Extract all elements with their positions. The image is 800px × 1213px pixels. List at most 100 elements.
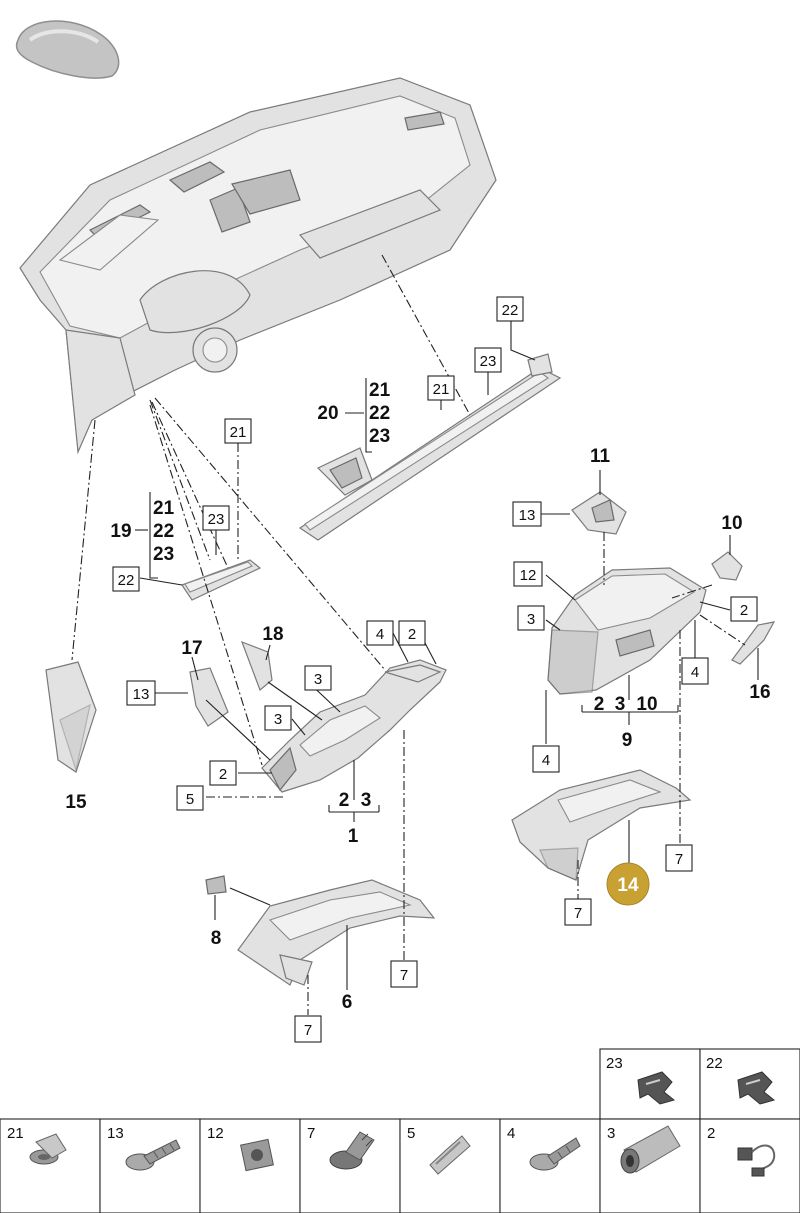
callout-box: 22 [112,566,140,592]
bracket-11 [571,491,627,535]
clip-10 [711,551,743,581]
trim-strip-20 [298,353,562,541]
sleeve-icon [620,1125,681,1174]
callout-19-sub: 22 [153,521,174,542]
svg-text:22: 22 [502,302,519,319]
svg-text:23: 23 [208,511,225,528]
callout-box: 21 [224,418,252,444]
svg-text:4: 4 [376,626,384,643]
callout-18: 18 [262,624,283,645]
callout-box: 3 [264,705,292,731]
callout-11: 11 [590,446,611,467]
vehicle-thumbnail-icon [15,20,120,79]
callout-box: 2 [398,620,426,646]
connector-icon [737,1144,776,1177]
callout-19: 19 [110,521,131,542]
bracket-17 [189,667,229,727]
svg-text:2: 2 [740,602,748,619]
svg-text:14: 14 [617,875,639,896]
svg-text:7: 7 [400,967,408,984]
callout-box: 4 [366,620,394,646]
callout-box: 2 [730,596,758,622]
callout-box: 13 [512,501,542,527]
svg-text:4: 4 [542,752,550,769]
lower-panel-14 [511,769,692,881]
svg-text:2: 2 [408,626,416,643]
callout-19-sub: 21 [153,498,175,519]
callout-9-sub: 10 [636,694,657,715]
table-cell-label: 22 [706,1055,723,1072]
callout-labels: 22 23 21 20 21 22 23 21 19 21 22 23 23 2… [65,296,771,1043]
callout-9: 9 [622,730,633,751]
callout-box: 2 [209,760,237,786]
svg-text:7: 7 [574,905,582,922]
highlight-callout-14[interactable]: 14 [606,862,650,906]
callout-15: 15 [65,792,87,813]
cover-16 [731,621,776,665]
callout-box: 13 [126,680,156,706]
callout-1: 1 [348,826,359,847]
clip-icon [637,1071,676,1105]
svg-text:5: 5 [186,791,194,808]
svg-text:7: 7 [304,1022,312,1039]
table-cell-label: 3 [607,1125,615,1142]
callout-17: 17 [181,638,202,659]
callout-box: 23 [474,347,502,373]
screw-icon [125,1139,181,1171]
callout-box: 7 [564,898,592,926]
lower-panel-6 [205,875,436,986]
callout-20: 20 [317,403,338,424]
callout-20-sub: 21 [369,380,391,401]
expansion-rivet-icon [329,1131,375,1170]
trim-piece-19 [181,559,262,601]
svg-text:4: 4 [691,664,699,681]
callout-16: 16 [749,682,770,703]
callout-box: 7 [294,1015,322,1043]
lower-trim-assembly-1 [261,659,447,793]
nut-icon [240,1138,274,1172]
callout-9-sub: 2 [594,694,605,715]
svg-text:12: 12 [520,567,537,584]
svg-text:23: 23 [480,353,497,370]
callout-box: 22 [496,296,524,322]
callout-box: 4 [681,657,709,685]
callout-20-sub: 22 [369,403,390,424]
screw-icon [529,1137,581,1171]
callout-box: 5 [176,785,204,811]
callout-19-sub: 23 [153,544,174,565]
rivet-icon [29,1133,67,1165]
table-cell-label: 7 [307,1125,315,1142]
callout-box: 4 [532,745,560,773]
callout-6: 6 [342,992,353,1013]
table-cell-label: 5 [407,1125,415,1142]
glove-box-assembly-9 [547,567,707,695]
svg-text:3: 3 [527,611,535,628]
spring-clip-icon [429,1135,471,1175]
callout-box: 21 [427,375,455,401]
bracket-18 [240,640,273,692]
table-cell-label: 21 [7,1125,24,1142]
callout-box: 3 [517,605,545,631]
svg-text:2: 2 [219,766,227,783]
svg-text:21: 21 [230,424,247,441]
side-panel-15 [45,661,97,773]
table-cell-label: 2 [707,1125,715,1142]
parts-table: 23 22 21 13 12 7 5 4 3 2 [0,1048,800,1213]
callout-10: 10 [721,513,742,534]
svg-text:7: 7 [675,851,683,868]
callout-box: 3 [304,665,332,691]
svg-text:13: 13 [519,507,536,524]
callout-box: 23 [202,505,230,531]
svg-text:21: 21 [433,381,450,398]
callout-20-sub: 23 [369,426,390,447]
svg-text:3: 3 [274,711,282,728]
dashboard-assembly [19,77,497,455]
callout-9-sub: 3 [615,694,626,715]
table-cell-label: 13 [107,1125,124,1142]
svg-text:13: 13 [133,686,150,703]
callout-1-sub: 3 [361,790,372,811]
table-cell-label: 4 [507,1125,515,1142]
callout-1-sub: 2 [339,790,350,811]
svg-text:3: 3 [314,671,322,688]
